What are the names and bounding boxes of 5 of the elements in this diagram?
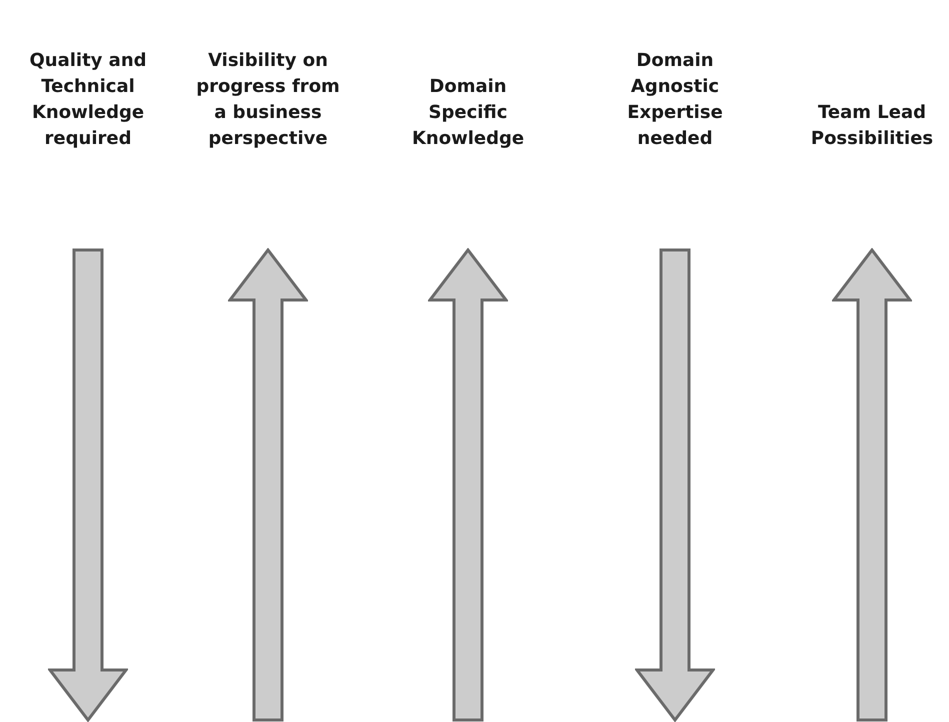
column-heading: Domain Specific Knowledge — [398, 74, 538, 152]
column-heading: Visibility on progress from a business perspective — [193, 48, 343, 152]
column-heading: Team Lead Possibilities — [797, 100, 947, 152]
column-heading: Quality and Technical Knowledge required — [13, 48, 163, 152]
column-heading: Domain Agnostic Expertise needed — [605, 48, 745, 152]
